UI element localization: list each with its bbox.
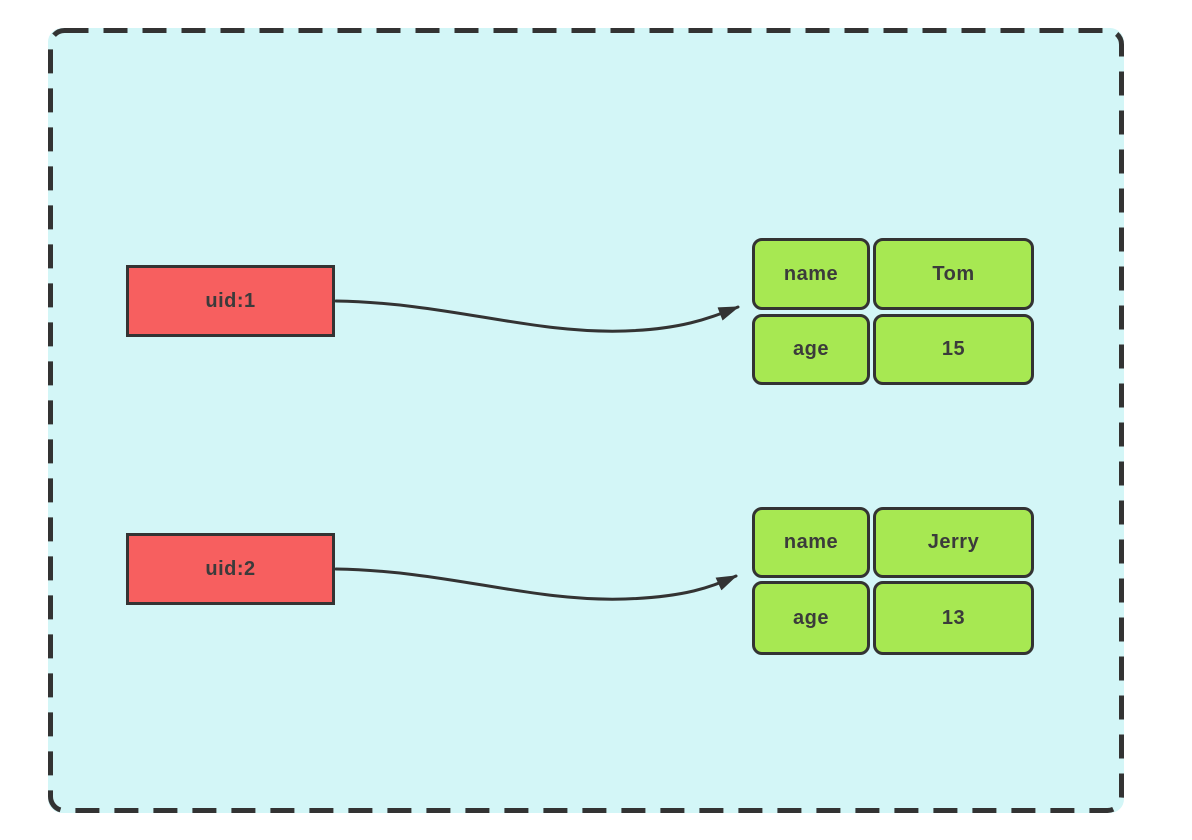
record2-name-key: name [783, 531, 839, 553]
record2-age-value-cell: 13 [873, 581, 1034, 655]
record1-age-key: age [793, 338, 829, 360]
record2-age-key: age [793, 606, 829, 629]
record2-age-value: 13 [941, 606, 966, 629]
record2-age-key-cell: age [752, 581, 870, 655]
key-box-uid2: uid:2 [126, 533, 335, 605]
record1-name-value: Tom [932, 262, 975, 285]
record1-name-key-cell: name [752, 238, 870, 310]
record2-name-key-cell: name [752, 507, 870, 578]
key-label-uid2: uid:2 [205, 557, 256, 580]
record2-name-value-cell: Jerry [873, 507, 1034, 578]
record1-name-key: name [783, 262, 839, 285]
diagram-container [48, 28, 1124, 813]
key-label-uid1: uid:1 [205, 289, 256, 312]
key-box-uid1: uid:1 [126, 265, 335, 337]
record1-name-value-cell: Tom [873, 238, 1034, 310]
record1-age-value: 15 [941, 338, 966, 360]
record1-age-key-cell: age [752, 314, 870, 385]
record2-name-value: Jerry [927, 531, 980, 553]
record1-age-value-cell: 15 [873, 314, 1034, 385]
